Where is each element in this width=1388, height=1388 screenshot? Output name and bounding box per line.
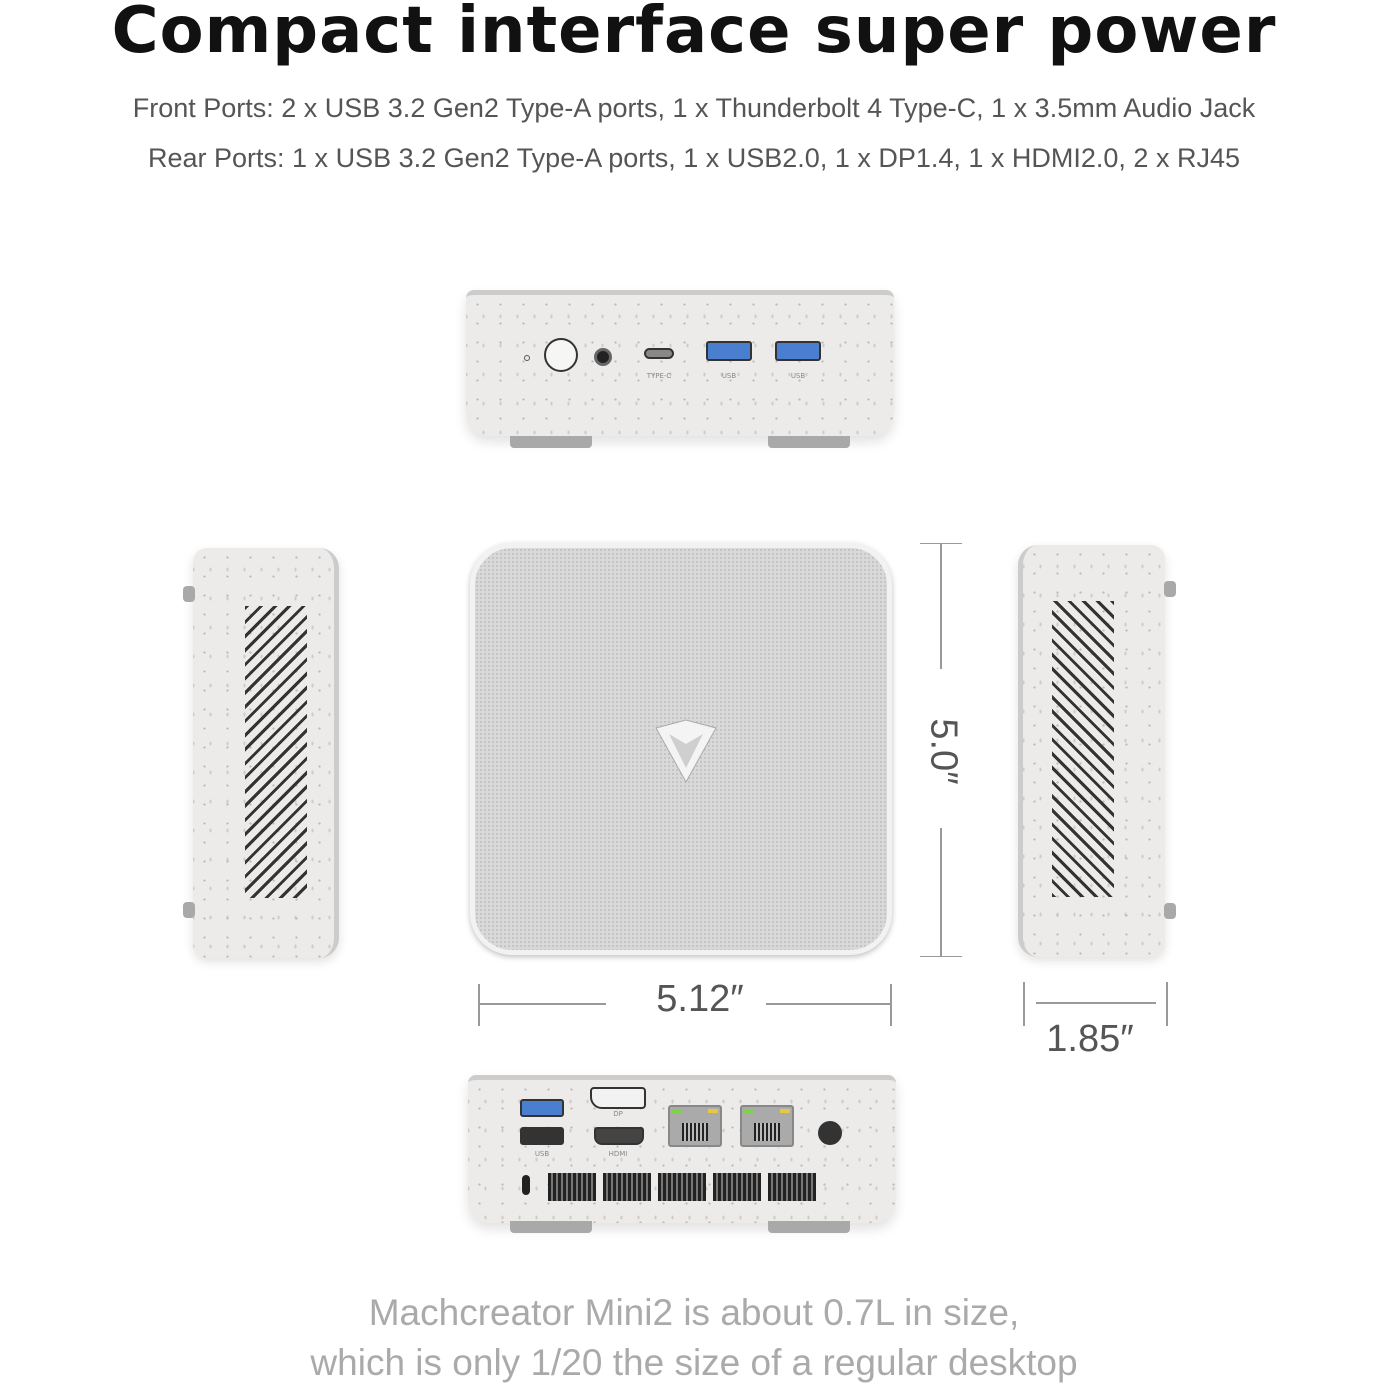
usb-label: USB — [721, 372, 737, 380]
dimension-line — [940, 828, 942, 956]
foot — [768, 1221, 850, 1233]
height-label: 1.85″ — [1046, 1018, 1134, 1060]
vent — [603, 1173, 651, 1201]
vent — [658, 1173, 706, 1201]
vent — [713, 1173, 761, 1201]
top-view — [470, 543, 892, 955]
brand-logo-icon — [655, 719, 717, 784]
rear-view: USB DP HDMI — [468, 1075, 896, 1235]
front-ports-text: Front Ports: 2 x USB 3.2 Gen2 Type-A por… — [132, 93, 1256, 123]
depth-label: 5.0″ — [922, 718, 965, 785]
power-button[interactable] — [544, 338, 578, 372]
dimension-tick — [1023, 982, 1025, 1026]
size-text-line1: Machcreator Mini2 is about 0.7L in size, — [368, 1292, 1020, 1333]
dimension-line — [766, 1003, 890, 1005]
foot — [1164, 903, 1176, 919]
vent — [548, 1173, 596, 1201]
right-side-view — [1016, 545, 1178, 959]
usb-label: USB — [534, 1150, 550, 1158]
usb-label: USB — [790, 372, 806, 380]
foot — [1164, 581, 1176, 597]
dc-power-jack-icon — [818, 1121, 842, 1145]
foot — [510, 1221, 592, 1233]
typec-port-icon — [644, 348, 674, 359]
page-title: Compact interface super power — [111, 0, 1277, 68]
hdmi-label: HDMI — [608, 1150, 628, 1158]
dimension-line — [1036, 1002, 1156, 1004]
audio-jack-icon — [594, 348, 612, 366]
left-side-view — [183, 548, 343, 960]
foot — [183, 586, 195, 602]
vent — [768, 1173, 816, 1201]
usb2-port-icon — [520, 1127, 564, 1145]
width-label: 5.12″ — [656, 978, 744, 1020]
usb3-port-icon — [520, 1099, 564, 1117]
hdmi-port-icon — [594, 1127, 644, 1145]
foot — [183, 902, 195, 918]
front-view: TYPE-C USB USB — [466, 290, 894, 448]
dp-label: DP — [613, 1110, 623, 1118]
rj45-port-icon — [668, 1105, 722, 1147]
usb-port-icon — [775, 341, 821, 361]
typec-label: TYPE-C — [646, 372, 672, 380]
vent-grill — [245, 606, 307, 898]
vent-grill — [1052, 601, 1114, 897]
dimension-line — [478, 1003, 606, 1005]
size-text-line2: which is only 1/20 the size of a regular… — [310, 1342, 1078, 1383]
dimension-tick — [920, 956, 962, 957]
dimension-tick — [478, 984, 480, 1026]
security-lock-slot-icon — [522, 1175, 530, 1195]
foot — [510, 436, 592, 448]
dimension-tick — [890, 984, 892, 1026]
usb-port-icon — [706, 341, 752, 361]
dimension-tick — [1166, 982, 1168, 1026]
power-led-icon — [524, 355, 530, 361]
rj45-port-icon — [740, 1105, 794, 1147]
foot — [768, 436, 850, 448]
dp-port-icon — [590, 1087, 646, 1109]
dimension-line — [940, 543, 942, 669]
rear-ports-text: Rear Ports: 1 x USB 3.2 Gen2 Type-A port… — [148, 143, 1240, 173]
